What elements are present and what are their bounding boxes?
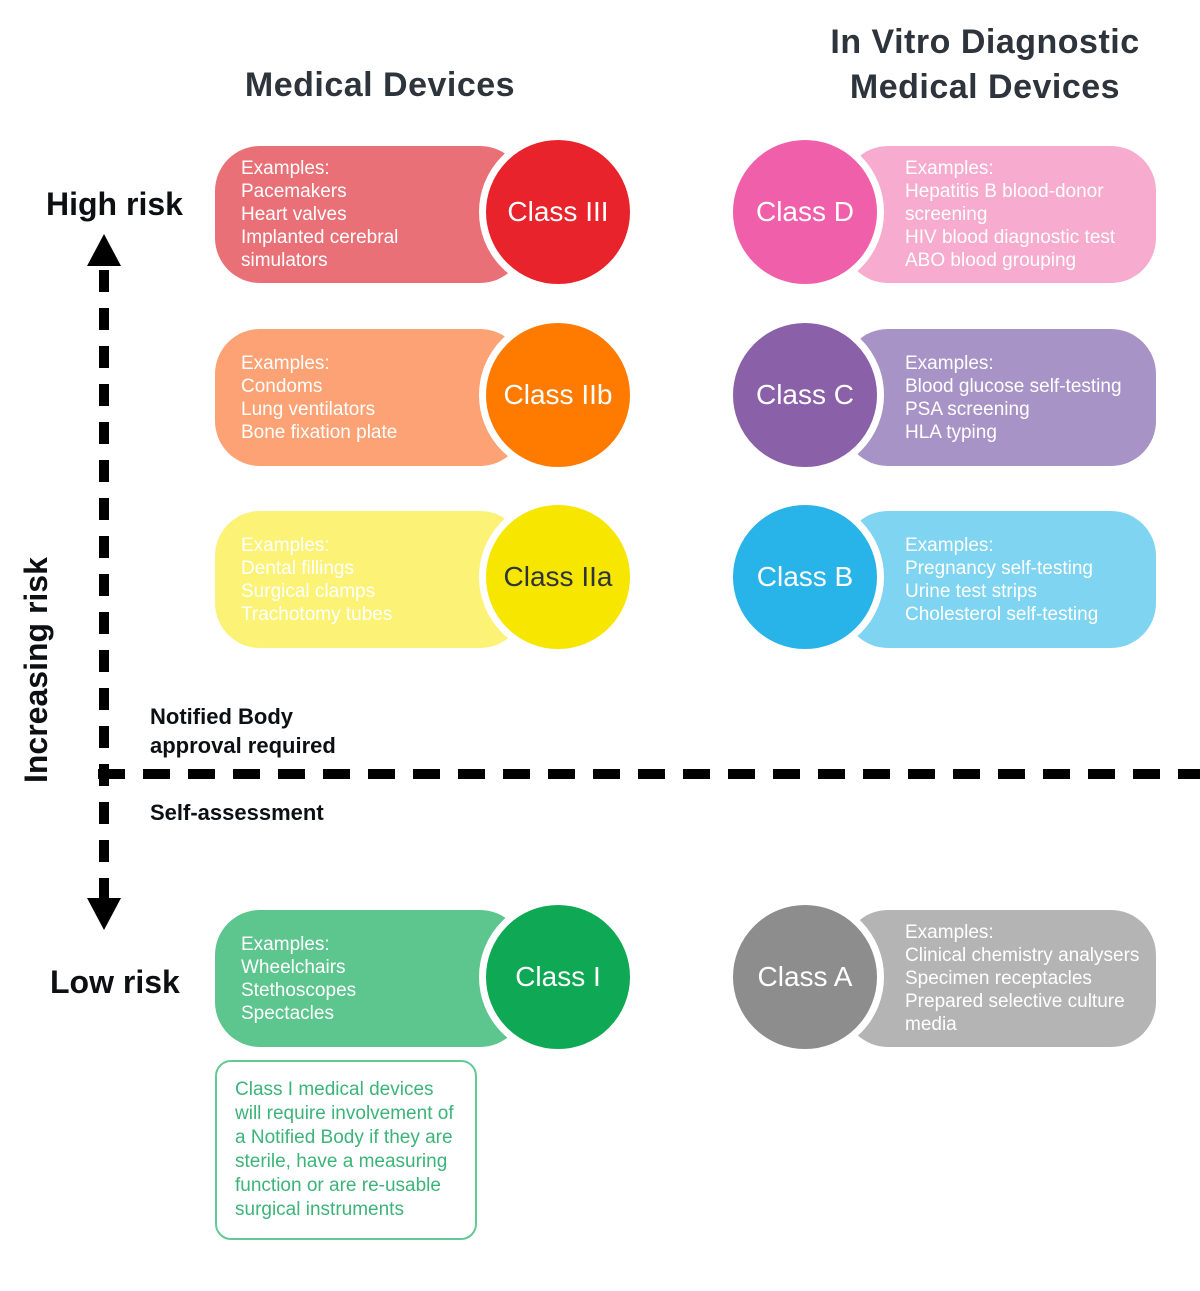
class-i-note: Class I medical devices will require inv… <box>215 1060 477 1240</box>
self-assessment-label: Self-assessment <box>150 800 324 825</box>
example-item: Prepared selective culture media <box>905 991 1125 1035</box>
example-item: PSA screening <box>905 398 1030 420</box>
class-iii-label: Class III <box>507 196 609 227</box>
example-item: Trachotomy tubes <box>241 603 393 625</box>
class-iia-circle: Class IIa <box>479 498 637 656</box>
low-risk-label: Low risk <box>50 964 180 1000</box>
examples-label: Examples: <box>241 158 330 179</box>
high-risk-label: High risk <box>46 186 183 222</box>
notified-body-line1: Notified Body <box>150 704 293 729</box>
class-b-label: Class B <box>756 561 854 592</box>
class-i-examples-pill: Examples: Wheelchairs Stethoscopes Spect… <box>215 910 525 1047</box>
examples-label: Examples: <box>905 352 994 374</box>
arrow-up-icon <box>87 234 121 266</box>
class-i-label: Class I <box>515 961 601 992</box>
example-item: Dental fillings <box>241 557 354 579</box>
class-iib-circle: Class IIb <box>479 316 637 474</box>
class-c-circle: Class C <box>726 316 884 474</box>
notified-body-label: Notified Body approval required <box>150 702 336 760</box>
example-item: Implanted cerebral simulators <box>241 227 399 271</box>
ivd-title-line2: Medical Devices <box>849 68 1121 106</box>
class-d-label: Class D <box>755 196 854 227</box>
example-item: Urine test strips <box>905 580 1037 602</box>
example-item: Heart valves <box>241 204 347 225</box>
example-item: Cholesterol self-testing <box>905 603 1099 625</box>
increasing-risk-label: Increasing risk <box>18 557 54 783</box>
class-iia-examples-pill: Examples: Dental fillings Surgical clamp… <box>215 511 525 648</box>
class-a-circle: Class A <box>726 898 884 1056</box>
class-c-label: Class C <box>755 379 854 410</box>
class-iii-examples-pill: Examples: Pacemakers Heart valves Implan… <box>215 146 525 283</box>
example-item: Pregnancy self-testing <box>905 557 1093 579</box>
example-item: Condoms <box>241 375 323 397</box>
class-c-examples-pill: Examples: Blood glucose self-testing PSA… <box>843 329 1156 466</box>
examples-label: Examples: <box>241 352 330 374</box>
medical-devices-title: Medical Devices <box>244 66 516 104</box>
examples-label: Examples: <box>905 534 994 556</box>
example-item: Blood glucose self-testing <box>905 375 1122 397</box>
class-b-examples-pill: Examples: Pregnancy self-testing Urine t… <box>843 511 1156 648</box>
class-iii-circle: Class III <box>479 133 637 291</box>
examples-label: Examples: <box>905 158 994 179</box>
class-d-examples-pill: Examples: Hepatitis B blood-donor screen… <box>843 146 1156 283</box>
example-item: ABO blood grouping <box>905 250 1077 271</box>
class-iib-examples-pill: Examples: Condoms Lung ventilators Bone … <box>215 329 525 466</box>
example-item: HLA typing <box>905 421 997 443</box>
class-a-label: Class A <box>757 961 853 992</box>
examples-label: Examples: <box>241 933 330 955</box>
example-item: Bone fixation plate <box>241 421 398 443</box>
class-iib-label: Class IIb <box>503 379 613 410</box>
examples-label: Examples: <box>241 534 330 556</box>
example-item: HIV blood diagnostic test <box>905 227 1116 248</box>
example-item: Specimen receptacles <box>905 968 1092 989</box>
horizontal-dashed-divider <box>98 769 1200 779</box>
example-item: Stethoscopes <box>241 979 357 1001</box>
class-d-circle: Class D <box>726 133 884 291</box>
class-i-circle: Class I <box>479 898 637 1056</box>
ivd-title-line1: In Vitro Diagnostic <box>830 23 1140 61</box>
example-item: Lung ventilators <box>241 398 376 420</box>
arrow-down-icon <box>87 898 121 930</box>
example-item: Surgical clamps <box>241 580 376 602</box>
example-item: Wheelchairs <box>241 956 346 978</box>
notified-body-line2: approval required <box>150 733 336 758</box>
example-item: Clinical chemistry analysers <box>905 945 1140 966</box>
class-b-circle: Class B <box>726 498 884 656</box>
vertical-dashed-axis <box>99 270 109 898</box>
example-item: Pacemakers <box>241 181 347 202</box>
example-item: Hepatitis B blood-donor screening <box>905 181 1104 225</box>
example-item: Spectacles <box>241 1002 334 1024</box>
class-iia-label: Class IIa <box>503 561 613 592</box>
class-a-examples-pill: Examples: Clinical chemistry analysers S… <box>843 910 1156 1047</box>
ivd-devices-title: In Vitro Diagnostic Medical Devices <box>775 20 1195 110</box>
examples-label: Examples: <box>905 922 994 943</box>
